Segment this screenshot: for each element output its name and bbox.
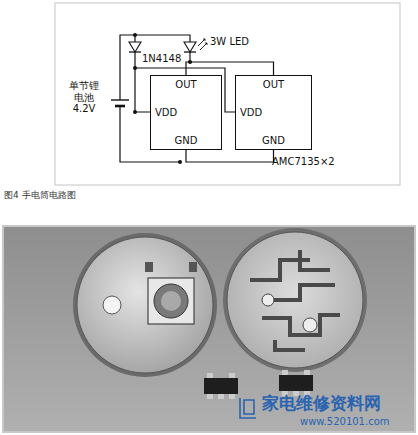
- diode-bar: [129, 51, 141, 52]
- diode-symbol: [129, 42, 141, 52]
- output-bus: [186, 62, 274, 75]
- watermark-icon: [240, 398, 256, 418]
- pin-name: OUT: [236, 79, 311, 91]
- led-symbol: [184, 42, 196, 52]
- driver-board: [223, 228, 367, 372]
- solder-pad: [189, 262, 197, 272]
- component-label: 1N4148: [142, 53, 181, 65]
- regulator-chip: OUT VDD GND: [235, 75, 312, 150]
- driver-board-face: [227, 232, 363, 368]
- watermark: www.520101.com: [300, 416, 390, 428]
- board-pad: [303, 318, 317, 332]
- led-board: [73, 233, 217, 377]
- battery-plate: [115, 105, 125, 108]
- solder-pad: [145, 262, 153, 272]
- chip: [204, 373, 238, 399]
- pin-name: OUT: [151, 79, 221, 91]
- board-pad: [262, 294, 274, 306]
- pin-name: GND: [236, 135, 311, 147]
- battery-plate: [111, 99, 129, 100]
- wires: [120, 35, 235, 162]
- led-rays: [198, 39, 207, 50]
- pin-name: VDD: [240, 107, 262, 119]
- figure-caption: 图4 手电筒电路图: [4, 189, 76, 202]
- pin-name: GND: [151, 135, 221, 147]
- led-bar: [184, 51, 196, 52]
- component-label: 单节锂 电池 4.2V: [66, 80, 102, 115]
- component-label: AMC7135×2: [272, 156, 335, 168]
- schematic-frame: [55, 3, 400, 185]
- component-label: 3W LED: [210, 36, 249, 48]
- mount-hole: [103, 296, 121, 314]
- chip: [279, 370, 313, 396]
- led-board-face: [77, 237, 213, 373]
- led-package: [148, 278, 194, 324]
- regulator-chip: OUT VDD GND: [150, 75, 222, 150]
- pin-name: VDD: [155, 107, 177, 119]
- watermark: 家电维修资料网: [262, 394, 381, 414]
- led-die: [161, 291, 181, 311]
- ground-bus: [186, 150, 274, 162]
- board-traces: [250, 250, 340, 350]
- led-lens: [154, 284, 188, 318]
- photo-background: [3, 226, 415, 432]
